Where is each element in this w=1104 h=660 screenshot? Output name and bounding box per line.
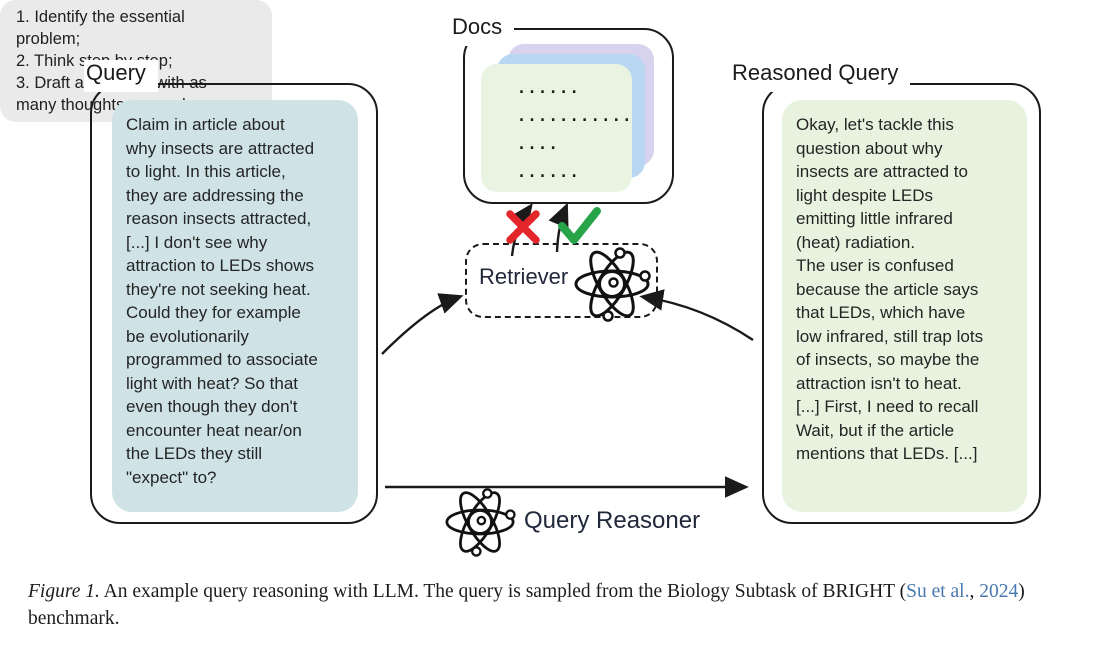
docs-box-label: Docs: [450, 14, 515, 46]
reasoned-query-bubble: Okay, let's tackle this question about w…: [782, 100, 1027, 512]
caption-separator: ,: [969, 581, 980, 602]
doc-card-front: ...... ........... .... ......: [481, 64, 632, 192]
citation-author-link[interactable]: Su et al.: [906, 581, 970, 602]
check-icon: [558, 207, 601, 244]
caption-line2: benchmark.: [28, 608, 120, 629]
caption-close-paren: ): [1018, 581, 1025, 602]
query-bubble: Claim in article about why insects are a…: [112, 100, 358, 512]
doc-dot-row: ......: [517, 79, 581, 97]
cross-icon: [506, 210, 540, 244]
doc-dots: ...... ........... .... ......: [481, 64, 632, 186]
figure-label: Figure 1.: [28, 581, 100, 602]
citation-year-link[interactable]: 2024: [979, 581, 1019, 602]
doc-dot-row: ......: [517, 163, 581, 181]
doc-dot-row: ...........: [517, 107, 633, 125]
caption-text: An example query reasoning with LLM. The…: [99, 581, 907, 602]
reasoned-query-text: Okay, let's tackle this question about w…: [796, 115, 984, 463]
query-box-label: Query: [84, 60, 158, 92]
query-reasoner-label: Query Reasoner: [524, 507, 701, 534]
reasoned-query-box-label: Reasoned Query: [730, 60, 911, 92]
doc-dot-row: ....: [517, 135, 560, 153]
retriever-label: Retriever: [479, 264, 569, 289]
figure-caption: Figure 1. An example query reasoning wit…: [28, 578, 1084, 632]
arrow-query-to-retriever: [381, 293, 464, 355]
query-outline-box: [90, 83, 378, 524]
arrow-reasoned-query-to-retriever: [639, 289, 754, 341]
reasoner-atom-icon: [445, 485, 516, 559]
query-text: Claim in article about why insects are a…: [126, 115, 318, 487]
